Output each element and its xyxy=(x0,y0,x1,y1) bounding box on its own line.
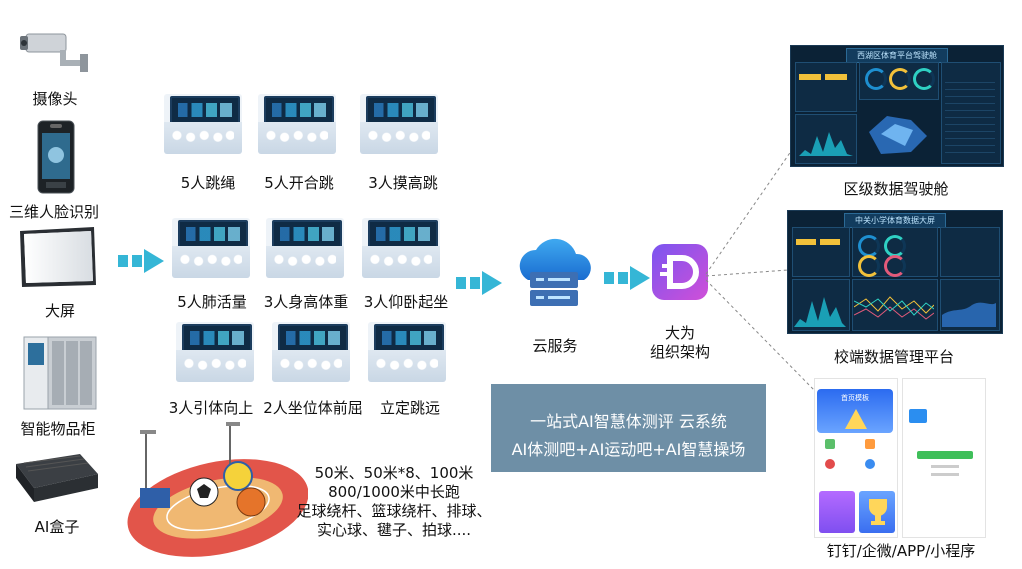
arrow-right-icon xyxy=(456,271,502,295)
school-dashboard-screenshot: 中关小学体育数据大屏 xyxy=(787,210,1003,334)
system-banner: 一站式AI智慧体测评 云系统 AI体测吧+AI运动吧+AI智慧操场 xyxy=(491,384,766,472)
activity-label: 5人开合跳 xyxy=(264,174,334,192)
activity-thumbnail xyxy=(272,322,350,382)
output-label-district: 区级数据驾驶舱 xyxy=(843,180,949,198)
track-items-line: 足球绕杆、篮球绕杆、排球、 xyxy=(296,502,492,520)
activity-thumbnail xyxy=(266,218,344,278)
dashboard-title: 中关小学体育数据大屏 xyxy=(844,213,946,228)
activity-label: 3人引体向上 xyxy=(168,399,254,417)
org-label-line1: 大为 xyxy=(664,324,695,342)
cloud-server-icon xyxy=(519,238,591,306)
device-label-smart-cabinet: 智能物品柜 xyxy=(20,420,96,438)
dawei-logo-icon xyxy=(652,244,708,300)
activity-label: 5人肺活量 xyxy=(177,293,247,311)
district-dashboard-screenshot: 西湖区体育平台驾驶舱 xyxy=(790,45,1004,167)
device-label-large-screen: 大屏 xyxy=(44,302,75,320)
mobile-app-screenshot: 首页模板 xyxy=(814,378,898,538)
activity-label: 3人摸高跳 xyxy=(368,174,438,192)
activity-thumbnail xyxy=(360,94,438,154)
org-label-line2: 组织架构 xyxy=(649,343,710,361)
activity-thumbnail xyxy=(172,218,250,278)
device-label-ai-box: AI盒子 xyxy=(34,518,80,536)
sports-field-illustration xyxy=(127,422,308,557)
device-label-face-scanner: 三维人脸识别 xyxy=(8,203,99,221)
large-screen-icon xyxy=(20,227,96,287)
ai-box-icon xyxy=(16,454,98,502)
arrow-right-icon xyxy=(604,266,650,290)
cloud-label: 云服务 xyxy=(532,337,578,355)
track-items-line: 800/1000米中长跑 xyxy=(328,483,460,501)
activity-label: 立定跳远 xyxy=(379,399,440,417)
activity-thumbnail xyxy=(176,322,254,382)
dashboard-title: 西湖区体育平台驾驶舱 xyxy=(846,48,948,63)
activity-thumbnail xyxy=(362,218,440,278)
connector-lines xyxy=(705,143,817,393)
banner-line2: AI体测吧+AI运动吧+AI智慧操场 xyxy=(511,440,746,459)
smart-cabinet-icon xyxy=(23,336,97,410)
banner-line1: 一站式AI智慧体测评 云系统 xyxy=(530,412,727,431)
app-title: 首页模板 xyxy=(841,394,869,402)
output-label-mobile: 钉钉/企微/APP/小程序 xyxy=(826,542,976,560)
camera-icon xyxy=(20,33,88,72)
activity-label: 3人身高体重 xyxy=(263,293,349,311)
track-items-line: 50米、50米*8、100米 xyxy=(314,464,474,482)
mobile-app-screenshot xyxy=(902,378,986,538)
activity-thumbnail xyxy=(368,322,446,382)
activity-thumbnail xyxy=(258,94,336,154)
arrow-right-icon xyxy=(118,249,164,273)
activity-label: 2人坐位体前屈 xyxy=(263,399,363,417)
track-items-line: 实心球、毽子、拍球.... xyxy=(316,521,472,539)
device-label-camera: 摄像头 xyxy=(32,90,78,108)
activity-label: 5人跳绳 xyxy=(180,174,236,192)
activity-label: 3人仰卧起坐 xyxy=(363,293,449,311)
face-scanner-icon xyxy=(37,120,75,194)
activity-thumbnail xyxy=(164,94,242,154)
output-label-school: 校端数据管理平台 xyxy=(833,348,954,366)
